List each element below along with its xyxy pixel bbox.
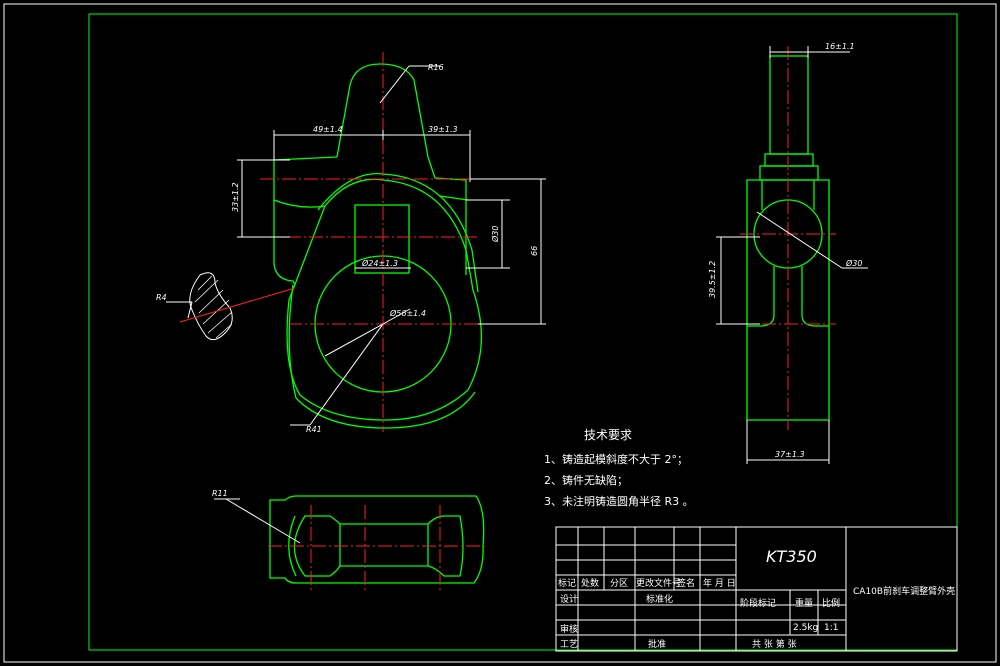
tb-stage-mark: 阶段标记 [740,597,776,609]
dim-r41: R41 [306,425,322,434]
tb-count: 处数 [581,577,599,589]
title-block [555,526,958,652]
tb-standardize: 标准化 [646,593,673,605]
outer-frame [3,3,997,663]
dim-30b: Ø30 [845,258,862,268]
dim-37: 37±1.3 [775,450,805,459]
tb-change-doc: 更改文件号 [636,577,681,589]
dim-16: 16±1.1 [825,42,855,51]
tb-weight: 重量 [795,597,813,609]
dim-395: 39.5±1.2 [708,261,717,298]
dim-33: 33±1.2 [231,182,240,212]
dim-66: 66 [530,246,539,256]
tb-weight-val: 2.5kg [793,623,818,633]
dim-30: Ø30 [490,226,500,243]
dim-r16: R16 [428,63,444,72]
top-view [214,495,485,590]
notes-line-3: 3、未注明铸造圆角半径 R3 。 [544,494,694,508]
tb-signature: 签名 [677,577,695,589]
tb-design: 设计 [560,593,578,605]
tb-sheets: 共 张 第 张 [752,638,797,650]
tb-review: 审核 [560,623,578,635]
side-view [716,46,868,464]
tb-drawing-name: CA10B前刹车调整臂外壳 [853,585,955,597]
dim-r4: R4 [156,293,167,302]
tb-process: 工艺 [560,639,578,650]
tb-material: KT350 [766,547,817,566]
dim-39: 39±1.3 [428,125,458,134]
notes-title: 技术要求 [584,428,632,442]
notes-line-2: 2、铸件无缺陷； [544,473,628,487]
tb-mark: 标记 [558,577,576,589]
dim-r11: R11 [212,489,228,498]
notes-line-1: 1、铸造起模斜度不大于 2°； [544,452,688,466]
tb-scale: 比例 [822,597,840,609]
tb-zone: 分区 [610,578,628,589]
tb-approve: 批准 [648,638,666,650]
tb-scale-val: 1:1 [824,623,838,633]
front-view [166,52,546,432]
dim-56: Ø56±1.4 [389,308,426,318]
drawing-border [88,13,958,651]
tb-date: 年 月 日 [703,577,736,589]
dim-49: 49±1.4 [313,125,343,134]
dim-24: Ø24±1.3 [361,258,398,268]
